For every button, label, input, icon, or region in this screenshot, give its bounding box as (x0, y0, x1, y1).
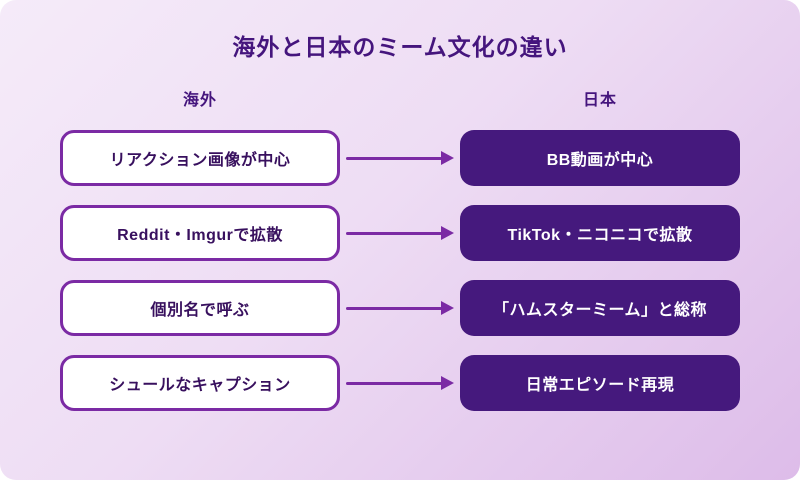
japan-box: 「ハムスターミーム」と総称 (460, 280, 740, 336)
column-headers: 海外 日本 (60, 86, 740, 110)
japan-box: BB動画が中心 (460, 130, 740, 186)
comparison-row: シュールなキャプション 日常エピソード再現 (60, 355, 740, 411)
arrow-right-icon (340, 376, 460, 390)
arrow-right-icon (340, 226, 460, 240)
arrow-right-icon (340, 301, 460, 315)
comparison-row: リアクション画像が中心 BB動画が中心 (60, 130, 740, 186)
arrow-right-icon (340, 151, 460, 165)
arrow-head (441, 226, 454, 240)
arrow-head (441, 301, 454, 315)
arrow-head (441, 151, 454, 165)
comparison-row: 個別名で呼ぶ 「ハムスターミーム」と総称 (60, 280, 740, 336)
overseas-box: シュールなキャプション (60, 355, 340, 411)
overseas-box: リアクション画像が中心 (60, 130, 340, 186)
japan-box: TikTok・ニコニコで拡散 (460, 205, 740, 261)
arrow-line (346, 156, 442, 160)
comparison-rows: リアクション画像が中心 BB動画が中心 Reddit・Imgurで拡散 TikT… (60, 130, 740, 411)
arrow-line (346, 231, 442, 235)
overseas-box: Reddit・Imgurで拡散 (60, 205, 340, 261)
arrow-line (346, 381, 442, 385)
column-header-japan: 日本 (582, 92, 617, 109)
japan-box: 日常エピソード再現 (460, 355, 740, 411)
overseas-box: 個別名で呼ぶ (60, 280, 340, 336)
arrow-head (441, 376, 454, 390)
comparison-row: Reddit・Imgurで拡散 TikTok・ニコニコで拡散 (60, 205, 740, 261)
arrow-line (346, 306, 442, 310)
page-title: 海外と日本のミーム文化の違い (232, 34, 568, 60)
column-header-overseas: 海外 (182, 92, 217, 109)
